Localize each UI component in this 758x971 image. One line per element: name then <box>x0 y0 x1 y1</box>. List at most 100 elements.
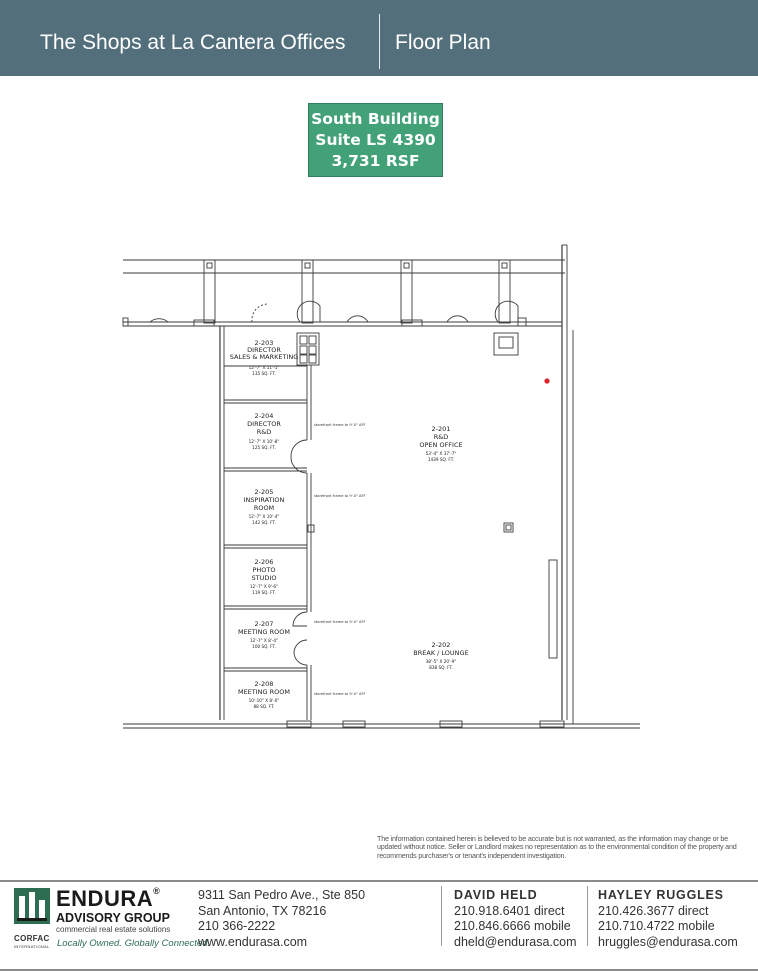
registered-mark: ® <box>153 886 161 896</box>
svg-text:12'-7" X 10'-8": 12'-7" X 10'-8" <box>249 439 280 444</box>
address-phone[interactable]: 210 366-2222 <box>198 919 276 933</box>
svg-text:DIRECTOR: DIRECTOR <box>247 420 281 428</box>
svg-text:R&D: R&D <box>434 433 449 441</box>
room-204-label: 2-204 DIRECTOR R&D 12'-7" X 10'-8" 125 S… <box>247 412 281 450</box>
svg-text:2-202: 2-202 <box>432 641 451 649</box>
location-marker <box>544 378 550 384</box>
page-title: The Shops at La Cantera Offices <box>40 31 346 54</box>
header-divider <box>379 14 380 69</box>
svg-text:2-206: 2-206 <box>255 558 274 566</box>
svg-text:2-205: 2-205 <box>255 488 274 496</box>
room-206-label: 2-206 PHOTO STUDIO 12'-7" X 9'-6" 119 SQ… <box>250 558 278 595</box>
address-website-link[interactable]: www.endurasa.com <box>198 934 308 949</box>
footer-rule <box>0 880 758 882</box>
svg-text:12'-7" X 10'-4": 12'-7" X 10'-4" <box>249 514 280 519</box>
svg-text:OPEN OFFICE: OPEN OFFICE <box>419 441 462 449</box>
svg-text:2-207: 2-207 <box>255 620 274 628</box>
contact-direct-phone[interactable]: 210.426.3677 direct <box>598 903 709 918</box>
svg-text:38'-5" X 20'-9": 38'-5" X 20'-9" <box>426 659 457 664</box>
svg-text:838 SQ. FT.: 838 SQ. FT. <box>429 665 453 670</box>
suite-number: Suite LS 4390 <box>315 131 436 149</box>
svg-text:1439 SQ. FT.: 1439 SQ. FT. <box>428 457 454 462</box>
svg-text:2-204: 2-204 <box>255 412 274 420</box>
door-swing <box>290 439 308 474</box>
svg-text:142 SQ. FT.: 142 SQ. FT. <box>252 520 276 525</box>
svg-text:100 SQ. FT.: 100 SQ. FT. <box>252 644 276 649</box>
room-203-label: 2-203 DIRECTOR SALES & MARKETING 12'-7" … <box>230 339 298 376</box>
contact-mobile-phone[interactable]: 210.710.4722 mobile <box>598 919 715 933</box>
contact-mobile-phone[interactable]: 210.846.6666 mobile <box>454 919 571 933</box>
brand-name: ENDURA® <box>56 886 161 911</box>
room-207-label: 2-207 MEETING ROOM 12'-7" X 8'-4" 100 SQ… <box>238 620 290 649</box>
svg-text:STUDIO: STUDIO <box>252 574 277 582</box>
svg-text:2-203: 2-203 <box>255 339 274 347</box>
electrical-panel <box>493 332 519 356</box>
door-swing <box>494 300 519 323</box>
svg-text:119 SQ. FT.: 119 SQ. FT. <box>252 590 276 595</box>
svg-text:53'-4" X 37'-7": 53'-4" X 37'-7" <box>426 451 457 456</box>
address-street: 9311 San Pedro Ave., Ste 850 <box>198 888 366 902</box>
svg-text:R&D: R&D <box>257 428 272 436</box>
office-address: 9311 San Pedro Ave., Ste 850 San Antonio… <box>198 888 365 950</box>
contact-hayley-ruggles: HAYLEY RUGGLES 210.426.3677 direct 210.7… <box>598 888 738 950</box>
footer-divider <box>587 886 588 946</box>
wall-note: storefront frame to 9'-0" AFF <box>314 423 366 427</box>
room-202-label: 2-202 BREAK / LOUNGE 38'-5" X 20'-9" 838… <box>413 641 468 670</box>
column-cap <box>501 262 508 269</box>
wall-note: storefront frame to 9'-0" AFF <box>314 620 366 624</box>
svg-text:MEETING ROOM: MEETING ROOM <box>238 688 290 696</box>
outlet <box>307 524 315 533</box>
column <box>498 259 511 324</box>
room-201-label: 2-201 R&D OPEN OFFICE 53'-4" X 37'-7" 14… <box>419 425 462 462</box>
door-swing <box>346 315 369 323</box>
brand-advisory: ADVISORY GROUP <box>56 911 170 925</box>
contact-email-link[interactable]: hruggles@endurasa.com <box>598 934 738 949</box>
mullion <box>122 317 129 327</box>
mullion <box>401 319 423 327</box>
svg-text:10'-10" X 8'-0": 10'-10" X 8'-0" <box>249 698 280 703</box>
svg-text:DIRECTOR: DIRECTOR <box>247 346 281 354</box>
door-swing <box>149 318 169 323</box>
room-208-label: 2-208 MEETING ROOM 10'-10" X 8'-0" 88 SQ… <box>238 680 290 709</box>
svg-text:12'-7" X 9'-6": 12'-7" X 9'-6" <box>250 584 278 589</box>
room-205-label: 2-205 INSPIRATION ROOM 12'-7" X 10'-4" 1… <box>244 488 285 525</box>
suite-rsf: 3,731 RSF <box>331 152 420 170</box>
suite-info-box: South Building Suite LS 4390 3,731 RSF <box>308 103 443 177</box>
endura-logo-icon <box>14 888 50 924</box>
contact-direct-phone[interactable]: 210.918.6401 direct <box>454 903 565 918</box>
brand-slogan: Locally Owned. Globally Connected. <box>57 938 211 949</box>
svg-text:125 SQ. FT.: 125 SQ. FT. <box>252 445 276 450</box>
svg-text:12'-7" X 11'-1": 12'-7" X 11'-1" <box>249 365 280 370</box>
svg-text:INSPIRATION: INSPIRATION <box>244 496 285 504</box>
svg-text:PHOTO: PHOTO <box>252 566 275 574</box>
footer-divider <box>441 886 442 946</box>
door-swing <box>251 303 269 323</box>
column <box>203 259 216 324</box>
contact-email-link[interactable]: dheld@endurasa.com <box>454 934 577 949</box>
door-swing <box>296 300 321 323</box>
corfac-logo: CORFAC <box>14 934 50 943</box>
svg-text:12'-7" X 8'-4": 12'-7" X 8'-4" <box>250 638 278 643</box>
svg-text:2-201: 2-201 <box>432 425 451 433</box>
wall-note: storefront frame to 9'-0" AFF <box>314 692 366 696</box>
corfac-international: INTERNATIONAL <box>14 944 50 949</box>
svg-text:MEETING ROOM: MEETING ROOM <box>238 628 290 636</box>
svg-text:2-208: 2-208 <box>255 680 274 688</box>
building-name: South Building <box>311 110 440 128</box>
column-cap <box>403 262 410 269</box>
contact-david-held: DAVID HELD 210.918.6401 direct 210.846.6… <box>454 888 577 950</box>
address-city: San Antonio, TX 78216 <box>198 903 327 918</box>
svg-text:135 SQ. FT.: 135 SQ. FT. <box>252 371 276 376</box>
column <box>503 522 514 533</box>
page-subtitle: Floor Plan <box>395 31 491 54</box>
column-cap <box>304 262 311 269</box>
column <box>400 259 413 324</box>
contact-name: DAVID HELD <box>454 888 538 902</box>
svg-text:SALES & MARKETING: SALES & MARKETING <box>230 353 298 361</box>
mullion <box>517 317 527 327</box>
svg-text:ROOM: ROOM <box>254 504 274 512</box>
door-swing <box>293 639 308 666</box>
mullion <box>193 319 215 327</box>
counter <box>548 559 558 659</box>
